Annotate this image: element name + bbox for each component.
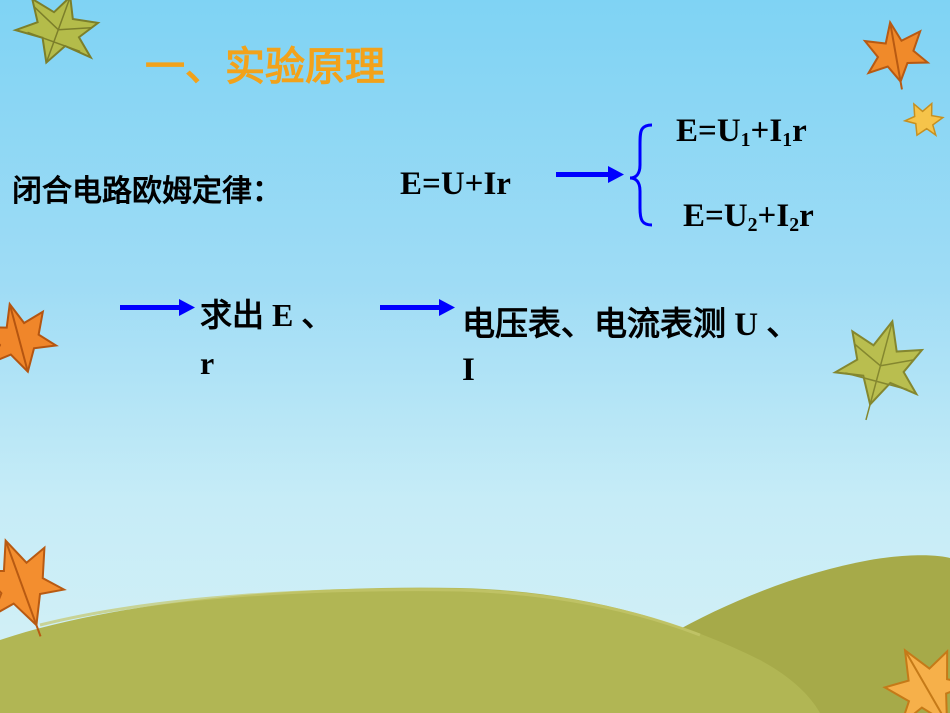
leaf-orange-left-mid [0, 301, 59, 374]
front-hill [0, 587, 820, 713]
slide-title: 一、实验原理 [145, 44, 385, 90]
measure-step-line-1: 电压表、电流表测 U 、 [462, 304, 800, 343]
leaf-green-right-mid [832, 318, 925, 421]
leaf-green-top-left [12, 0, 101, 65]
equation-1: E=U1+I1r [676, 113, 807, 151]
solve-step-line-1: 求出 E 、 [200, 296, 334, 334]
curly-brace [629, 123, 653, 227]
solve-step-line-2: r [200, 345, 215, 381]
arrow-law-to-equations [556, 166, 624, 183]
leaf-yellow-small-right [902, 101, 945, 138]
leaf-orange-bottom-left [0, 538, 67, 637]
front-hill-highlight [39, 588, 701, 637]
law-label: 闭合电路欧姆定律： [12, 174, 282, 209]
arrow-to-solve [120, 299, 195, 316]
leaf-orange-bottom-right [882, 648, 950, 713]
measure-step-line-2: I [462, 352, 475, 388]
arrow-to-measure [380, 299, 455, 316]
leaf-orange-top-right [862, 19, 931, 90]
law-formula: E=U+Ir [400, 166, 511, 202]
equation-2: E=U2+I2r [683, 198, 814, 236]
